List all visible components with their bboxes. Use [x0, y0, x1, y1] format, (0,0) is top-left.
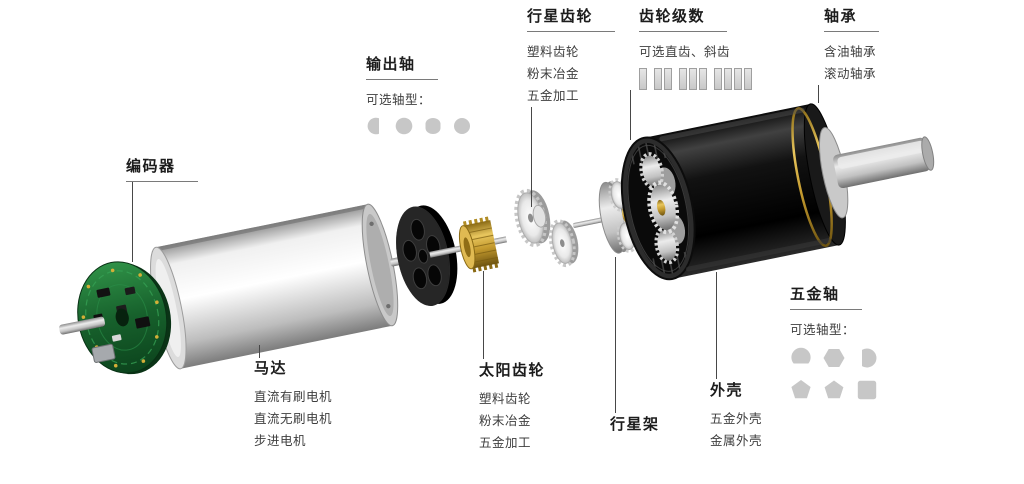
bearing-item: 含油轴承 — [824, 45, 877, 59]
motor-title: 马达 — [254, 360, 288, 377]
d-cut-shape-icon — [862, 348, 877, 368]
square-shape-icon — [857, 380, 877, 400]
leader-encoder — [132, 181, 133, 262]
gear-stages-title: 齿轮级数 — [639, 8, 728, 32]
output-shaft-title: 输出轴 — [366, 56, 438, 80]
planet-carrier-title: 行星架 — [610, 416, 660, 433]
shaft-type-icons — [366, 117, 471, 135]
housing-title: 外壳 — [710, 382, 744, 399]
plastic-planet-gears — [514, 188, 579, 268]
leader-housing — [716, 272, 717, 379]
hexagon-shape-icon — [823, 349, 845, 367]
planetary-gear-title: 行星齿轮 — [527, 8, 616, 32]
sun-gear-item: 粉末冶金 — [479, 414, 532, 428]
hardware-shaft-title: 五金轴 — [790, 286, 862, 310]
section-motor: 马达 直流有刷电机 直流无刷电机 步进电机 — [254, 360, 332, 452]
gear-stages-subtitle: 可选直齿、斜齿 — [639, 45, 731, 59]
gear-stage-icon-1 — [639, 68, 647, 90]
leader-planetary-gear — [531, 107, 532, 207]
encoder-title: 编码器 — [126, 158, 198, 182]
motor-item: 直流无刷电机 — [254, 412, 333, 426]
planetary-gear-item: 五金加工 — [527, 89, 580, 103]
sun-gear-title: 太阳齿轮 — [479, 362, 546, 379]
planetary-gear-item: 粉末冶金 — [527, 67, 580, 81]
housing-item: 五金外壳 — [710, 412, 763, 426]
leader-motor — [259, 345, 260, 358]
encoder-connector — [91, 343, 116, 363]
section-sun-gear: 太阳齿轮 塑料齿轮 粉末冶金 五金加工 — [479, 362, 545, 454]
section-planetary-gear: 行星齿轮 塑料齿轮 粉末冶金 五金加工 — [527, 8, 616, 107]
section-hardware-shaft: 五金轴 可选轴型： — [790, 286, 878, 401]
sun-gear-pinion — [458, 216, 507, 273]
leader-planet-carrier — [615, 257, 616, 413]
hardware-shaft-shape-icons — [790, 347, 878, 401]
section-bearing: 轴承 含油轴承 滚动轴承 — [824, 8, 880, 85]
solder-pads — [81, 268, 159, 368]
bearing-item: 滚动轴承 — [824, 67, 877, 81]
output-shaft-subtitle: 可选轴型： — [366, 93, 432, 107]
mounting-plate — [396, 205, 458, 306]
section-planet-carrier: 行星架 — [610, 416, 660, 433]
housing-item: 金属外壳 — [710, 434, 763, 448]
planetary-gear-item: 塑料齿轮 — [527, 45, 580, 59]
pentagon-shape-icon — [824, 380, 844, 399]
section-encoder: 编码器 — [126, 158, 198, 182]
sun-gear-item: 塑料齿轮 — [479, 392, 532, 406]
output-shaft — [819, 127, 935, 219]
leader-sun-gear — [483, 271, 484, 359]
motor-item: 步进电机 — [254, 434, 307, 448]
sun-gear-item: 五金加工 — [479, 436, 532, 450]
section-gear-stages: 齿轮级数 可选直齿、斜齿 — [639, 8, 752, 90]
leader-bearing — [818, 85, 819, 103]
section-output-shaft: 输出轴 可选轴型： — [366, 56, 471, 135]
pentagon-shape-icon — [791, 380, 811, 399]
internal-planetary-gears — [639, 152, 686, 265]
motor-can — [150, 203, 423, 370]
shaft-flat — [837, 140, 925, 169]
leader-gear-stages — [630, 90, 631, 140]
d-cut-shaft-icon — [367, 117, 379, 135]
round-shaft-icon — [454, 118, 470, 134]
bearing-title: 轴承 — [824, 8, 880, 32]
d-cut-shape-icon — [791, 347, 811, 364]
gear-stage-icons — [639, 68, 752, 90]
encoder-pcb — [77, 261, 172, 375]
rear-shaft-stub — [59, 316, 106, 335]
pinion-shaft — [429, 244, 468, 258]
hardware-shaft-subtitle: 可选轴型： — [790, 323, 856, 337]
round-shaft-icon — [395, 117, 413, 135]
motor-item: 直流有刷电机 — [254, 390, 333, 404]
gear-stage-icon-2 — [654, 68, 672, 90]
section-housing: 外壳 五金外壳 金属外壳 — [710, 382, 762, 452]
ring-gear-housing — [620, 103, 846, 282]
double-d-shaft-icon — [425, 118, 441, 134]
gear-stage-icon-4 — [714, 68, 752, 90]
gear-stage-icon-3 — [679, 68, 707, 90]
